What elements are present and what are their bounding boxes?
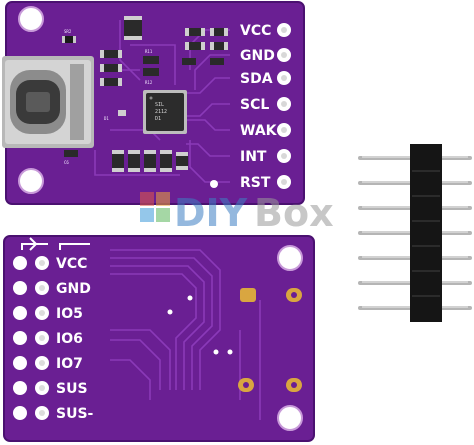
back-header-pads-right: [35, 256, 49, 420]
front-pin-label-rst: RST: [240, 175, 271, 191]
silk-d1: D1: [104, 116, 109, 121]
chip-marking-line1: SIL: [155, 102, 164, 108]
mounting-hole: [18, 168, 44, 194]
gold-pads: [238, 288, 302, 392]
back-pin-label-sus: SUS: [56, 381, 88, 397]
usb-c-connector: [2, 56, 94, 148]
back-pcb-board: VCC GND IO5 IO6 IO7 SUS SUS-: [3, 235, 315, 442]
watermark-box: Box: [254, 191, 334, 235]
front-pin-label-wak: WAK: [240, 123, 278, 139]
back-pin-label-io5: IO5: [56, 306, 83, 322]
back-header-pads-left: [13, 256, 27, 420]
front-pin-label-vcc: VCC: [240, 23, 271, 39]
chip-marking-line3: D1: [155, 116, 161, 122]
front-pin-label-sda: SDA: [240, 71, 273, 87]
back-pin-label-io7: IO7: [56, 356, 83, 372]
smd-components: [62, 16, 228, 172]
chip-marking-line2: 2112: [155, 109, 167, 115]
watermark-diy: DIY: [174, 191, 248, 235]
front-pcb-board: SR2 R11 R12 C6 D1 SIL 2112 D1 VCC GND SD…: [2, 1, 305, 205]
back-pin-label-sus-minus: SUS-: [56, 406, 94, 422]
mounting-hole: [277, 405, 303, 431]
mounting-hole: [18, 6, 44, 32]
pin-header-strip: [358, 144, 472, 322]
front-pin-label-scl: SCL: [240, 97, 269, 113]
vias: [167, 295, 233, 355]
watermark: DIY Box: [140, 191, 334, 235]
logo-square-icon: [140, 192, 154, 206]
silk-bracket: [21, 243, 48, 250]
front-pin-label-gnd: GND: [240, 48, 275, 64]
silk-r11: R11: [145, 49, 153, 54]
back-traces: [110, 249, 261, 420]
front-pin-label-int: INT: [240, 149, 267, 165]
qfn-chip: SIL 2112 D1: [143, 90, 187, 134]
back-pin-label-gnd: GND: [56, 281, 91, 297]
silk-c6: C6: [64, 160, 69, 165]
test-pad: [210, 180, 218, 188]
silk-sr2: SR2: [64, 29, 72, 34]
silk-r12: R12: [145, 80, 153, 85]
back-pin-label-io6: IO6: [56, 331, 83, 347]
back-pin-label-vcc: VCC: [56, 256, 87, 272]
front-header-pads: [277, 23, 291, 189]
header-plastic: [410, 144, 442, 322]
mounting-hole: [277, 245, 303, 271]
